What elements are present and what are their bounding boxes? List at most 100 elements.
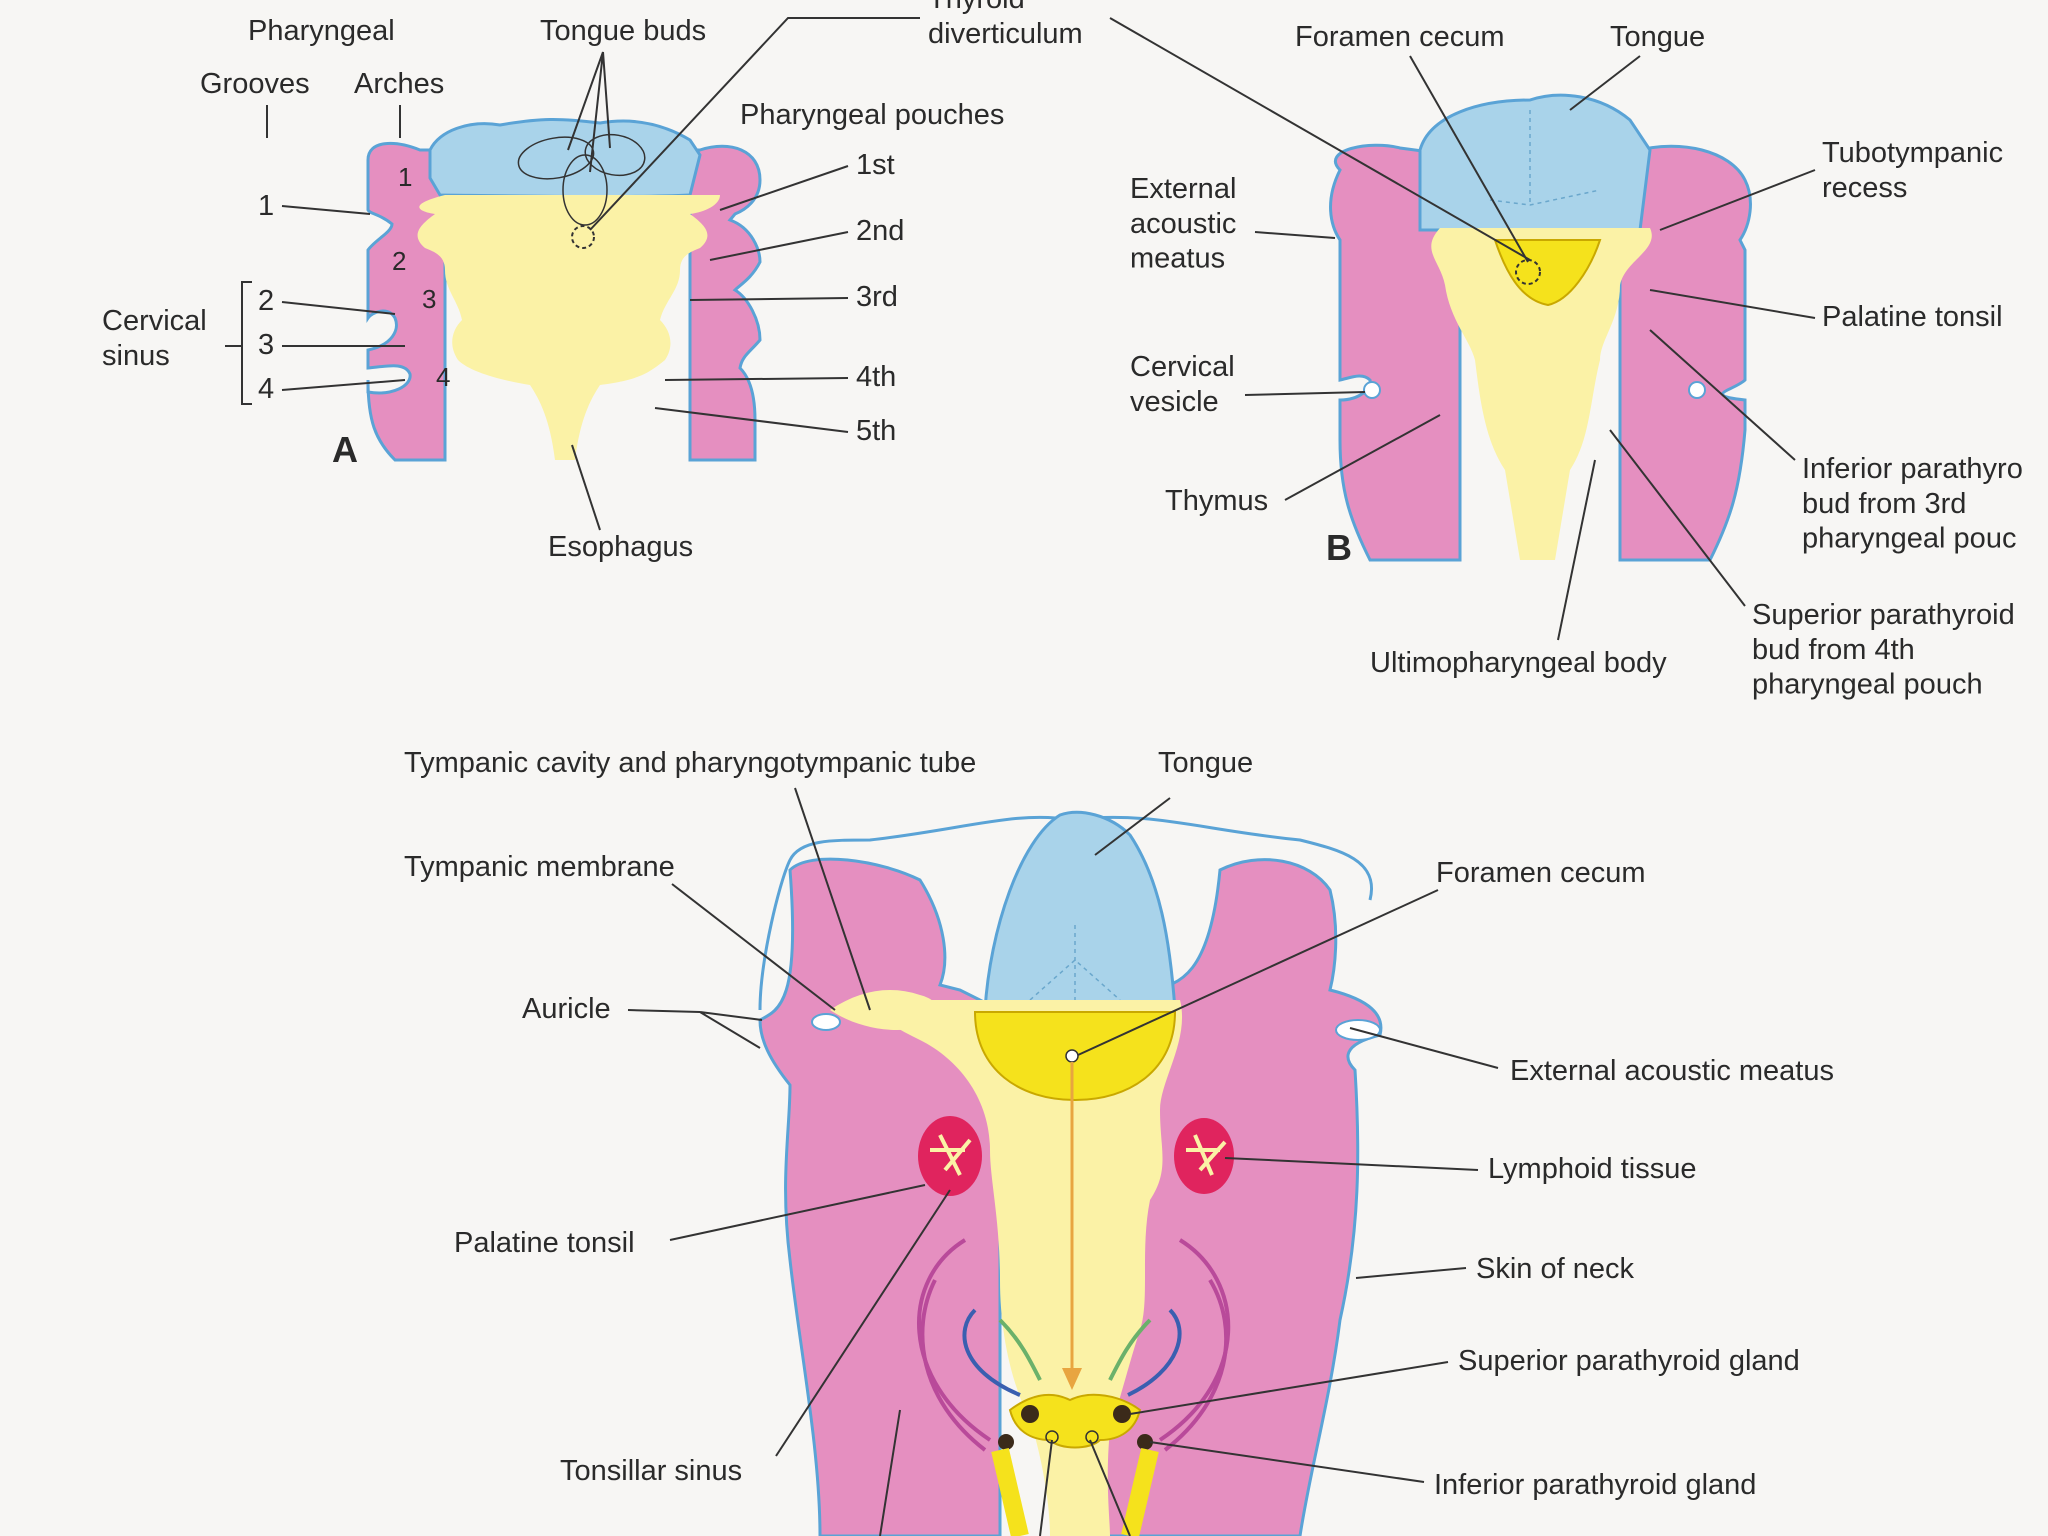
foramen-cecum-c-leader <box>1077 889 1439 1056</box>
groove-number-1: 1 <box>258 190 274 222</box>
cervical-sinus-text-line-2: sinus <box>102 340 170 372</box>
panel-c-tonsillar-sinus-label: Tonsillar sinus <box>560 1455 742 1487</box>
panel-c-descent-arrowhead <box>1062 1368 1082 1390</box>
arch-number-4: 4 <box>436 362 450 392</box>
panel-c-palatine-tonsil-label: Palatine tonsil <box>454 1227 635 1259</box>
cervical-vesicle-text-line-1: Cervical <box>1130 351 1235 383</box>
esophagus-leader <box>571 444 601 531</box>
panel-c-auricle-label: Auricle <box>522 993 611 1025</box>
groove-number-3: 3 <box>258 329 274 361</box>
panel-a-thyroid-diverticulum-mark <box>571 225 595 249</box>
panel-b-pharyngeal-floor <box>1431 228 1652 560</box>
superior-parathyroid-bud-text-line-2: bud from 4th <box>1752 634 1915 666</box>
panel-c-superior-parathyroid-label: Superior parathyroid gland <box>1458 1345 1800 1377</box>
panel-c-foramen-cecum-mark <box>1065 1049 1079 1063</box>
panel-b-cervical-vesicle-right <box>1688 381 1706 399</box>
auricle-leader <box>627 1009 763 1049</box>
inferior-parathyroid-bud-text-line-2: bud from 3rd <box>1802 488 1966 520</box>
panel-c-descending-glands <box>991 1393 1159 1536</box>
superior-parathyroid-dot-left <box>1021 1405 1039 1423</box>
cervical-vesicle-text-line-2: vesicle <box>1130 386 1219 418</box>
panel-c-foramen-cecum-label: Foramen cecum <box>1436 857 1646 889</box>
panel-c-external-acoustic-meatus-label: External acoustic meatus <box>1510 1055 1834 1087</box>
eam-b-leader <box>1254 231 1336 239</box>
tongue-c-leader <box>1094 797 1171 856</box>
panel-b-right-side <box>1618 144 1752 562</box>
superior-parathyroid-leader <box>1129 1361 1449 1415</box>
superior-parathyroid-bud-text-line-1: Superior parathyroid <box>1752 599 2015 631</box>
panel-b-foramen-cecum-label: Foramen cecum <box>1295 21 1505 53</box>
superior-parathyroid-bud-leader <box>1609 429 1746 607</box>
pouch-label-4th: 4th <box>856 361 896 393</box>
thyroid-diverticulum-line-line-1: Thyroid <box>928 0 1025 15</box>
skin-of-neck-leader <box>1355 1267 1467 1279</box>
foramen-cecum-leader <box>1409 55 1529 263</box>
panel-c-tympanic-cavity <box>830 990 939 1030</box>
panel-c-tympanic-membrane-label: Tympanic membrane <box>404 851 675 883</box>
groove-number-2: 2 <box>258 285 274 317</box>
lymphoid-tissue-leader <box>1224 1157 1479 1171</box>
lower-leaders <box>879 1409 1131 1536</box>
panel-c-inferior-parathyroid-label: Inferior parathyroid gland <box>1434 1469 1756 1501</box>
panel-a-right-arches <box>688 144 762 462</box>
cervical-sinus-text-line-1: Cervical <box>102 305 207 337</box>
superior-parathyroid-bud-text-line-3: pharyngeal pouch <box>1752 669 1983 701</box>
panel-b-palatine-tonsil-label: Palatine tonsil <box>1822 301 2003 333</box>
tongue-buds-leaders <box>567 51 611 173</box>
inferior-parathyroid-leader <box>1149 1441 1425 1483</box>
tympanic-membrane-leader <box>671 883 836 1011</box>
tubotympanic-text-line-1: Tubotympanic <box>1822 137 2003 169</box>
eam-b-text-line-3: meatus <box>1130 243 1225 275</box>
panel-c-tongue-label: Tongue <box>1158 747 1253 779</box>
pouch-label-3rd: 3rd <box>856 281 898 313</box>
panel-a-thyroid-diverticulum-label: Thyroid diverticulum <box>928 0 1083 50</box>
panel-c-skin-of-neck-label: Skin of neck <box>1476 1253 1634 1285</box>
arch-number-2: 2 <box>392 246 406 276</box>
tonsillar-sinus-leader <box>775 1189 951 1457</box>
panel-a-pharyngeal-floor <box>417 195 720 460</box>
palatine-tonsil-c-leader <box>669 1184 926 1241</box>
arch-number-1: 1 <box>398 162 412 192</box>
panel-a-tongue-bud-ovals <box>517 133 646 226</box>
superior-parathyroid-dot-right <box>1113 1405 1131 1423</box>
tympanic-cavity-leader <box>794 787 871 1011</box>
inferior-parathyroid-dot-left <box>998 1434 1014 1450</box>
arch-number-3: 3 <box>422 284 436 314</box>
inferior-parathyroid-dot-right <box>1137 1434 1153 1450</box>
panel-a-pharyngeal-pouches-label: Pharyngeal pouches <box>740 99 1004 131</box>
inferior-parathyroid-bud-text-line-3: pharyngeal pouc <box>1802 523 2016 555</box>
cervical-sinus-bracket <box>225 281 252 405</box>
panel-b-tongue-label: Tongue <box>1610 21 1705 53</box>
panel-a-header-grooves: Grooves <box>200 68 310 100</box>
panel-b-letter: B <box>1326 527 1352 568</box>
panel-a-pouch-labels: 1st 2nd 3rd 4th 5th <box>654 149 904 447</box>
panel-c-tympanic-cavity-label: Tympanic cavity and pharyngotympanic tub… <box>404 747 976 779</box>
panel-a-letter: A <box>332 429 358 470</box>
panel-a-esophagus-label: Esophagus <box>548 531 693 563</box>
panel-a-header-pharyngeal: Pharyngeal <box>248 15 395 47</box>
tongue-b-leader <box>1569 55 1641 111</box>
panel-c-right-tonsil <box>1174 1118 1234 1194</box>
eam-c-leader <box>1349 1027 1499 1069</box>
pouch-label-5th: 5th <box>856 415 896 447</box>
thyroid-diverticulum-line-line-2: diverticulum <box>928 18 1083 50</box>
panel-c-lymphoid-tissue-label: Lymphoid tissue <box>1488 1153 1696 1185</box>
thyroid-diverticulum-line: Thyroid diverticulum <box>928 0 1083 50</box>
panel-b-tongue-sutures <box>1489 110 1601 206</box>
cervical-vesicle-leader <box>1244 391 1366 396</box>
thyroid-diverticulum-leader <box>589 17 920 231</box>
panel-c: Tympanic cavity and pharyngotympanic tub… <box>404 747 1834 1536</box>
eam-b-text-line-2: acoustic <box>1130 208 1236 240</box>
